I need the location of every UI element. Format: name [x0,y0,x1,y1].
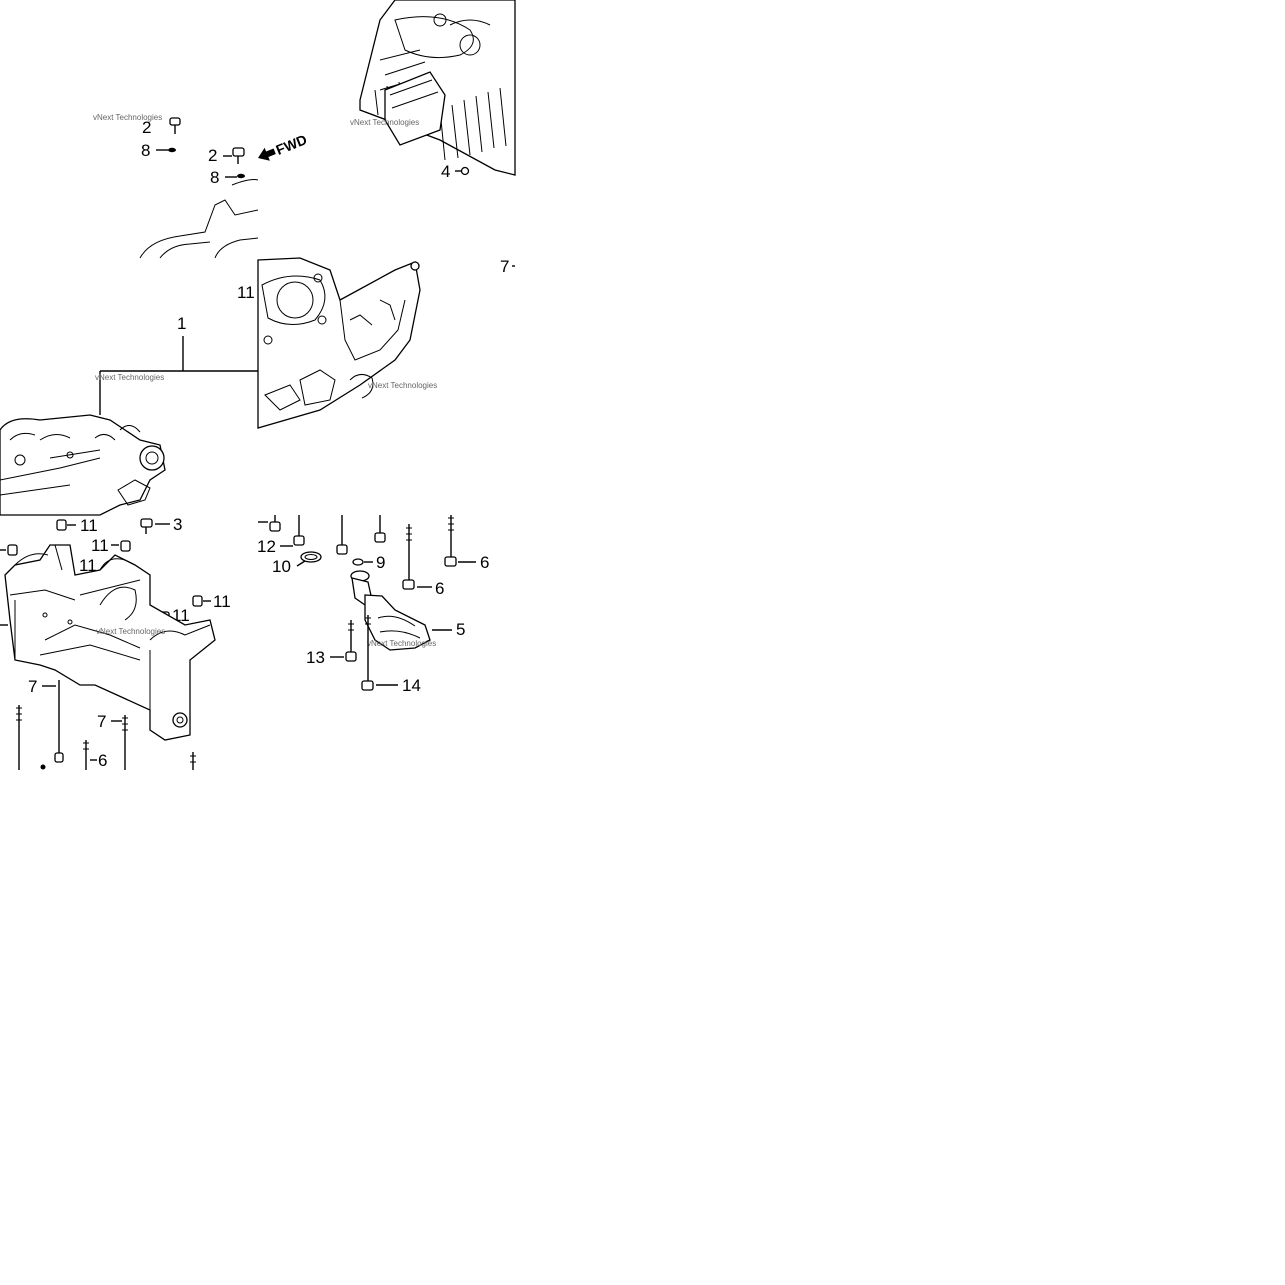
callout-14: 14 [402,676,421,695]
callout-11: 11 [91,536,109,555]
bolt-part-icon [269,515,281,532]
stud-part-icon [122,715,128,770]
bolt-part-icon [345,620,357,662]
callout-11: 11 [80,516,98,535]
lower-crankcase: 11 3 11 11 11 11 vNext Technologies [0,515,231,770]
callout-6: 6 [435,579,444,598]
callout-8: 8 [141,141,150,160]
washer-part-icon [237,173,245,179]
oring-part-icon [352,558,364,566]
watermark-text: vNext Technologies [95,373,164,382]
callout-4: 4 [441,162,450,181]
callout-1: 1 [177,314,186,333]
stud-part-icon [190,752,196,770]
callout-7: 7 [500,257,509,276]
callout-8: 8 [210,168,219,187]
callout-2: 2 [208,146,217,165]
bolt-part-icon [361,615,374,691]
watermark-text: vNext Technologies [93,113,162,122]
callout-7: 7 [97,712,106,731]
callout-2: 2 [142,118,151,137]
washer-part-icon [168,147,176,153]
bolt-part-icon [444,515,457,567]
watermark-text: vNext Technologies [368,381,437,390]
bolt-part-icon [336,515,348,555]
upper-crankcase: 1 vNext Technologies [0,314,258,516]
watermark-text: vNext Technologies [350,118,419,127]
dowel-part-icon [56,519,67,531]
callout-3: 3 [173,515,182,534]
stud-part-icon [83,740,89,770]
callout-9: 9 [376,553,385,572]
oil-pump-assembly: 12 10 9 6 [257,515,489,695]
callout-7: 7 [28,677,37,696]
bolt-part-icon [169,117,181,134]
bolt-part-icon [232,147,245,164]
fwd-arrow-icon: FWD [258,131,310,161]
callout-13: 13 [306,648,325,667]
callout-6: 6 [98,751,107,770]
oring-part-icon [300,551,322,563]
stud-part-icon [16,705,22,770]
top-left-bolts: vNext Technologies 2 8 2 8 FWD [93,113,310,259]
callout-11: 11 [237,283,255,302]
crankcase-side: 11 vNext Technologies [237,257,437,429]
callout-5: 5 [456,620,465,639]
nut-part-icon [460,166,470,176]
callout-6: 6 [480,553,489,572]
cylinder-block-top: vNext Technologies 4 [350,0,516,181]
fwd-label: FWD [274,131,310,158]
bolt-part-icon [140,518,153,534]
bolt-part-icon [402,524,415,590]
callout-10: 10 [272,557,291,576]
bolt-part-icon [374,515,386,543]
watermark-text: vNext Technologies [367,639,436,648]
bolt-part-icon [54,680,64,763]
bolt-part-icon [293,515,305,546]
callout-11: 11 [213,592,231,611]
dowel-part-icon [7,544,18,556]
dowel-part-icon [192,595,203,607]
callout-11: 11 [79,556,97,575]
dowel-part-icon [120,540,131,552]
watermark-text: vNext Technologies [96,627,165,636]
callout-12: 12 [257,537,276,556]
oil-strainer-part-icon [350,570,431,651]
